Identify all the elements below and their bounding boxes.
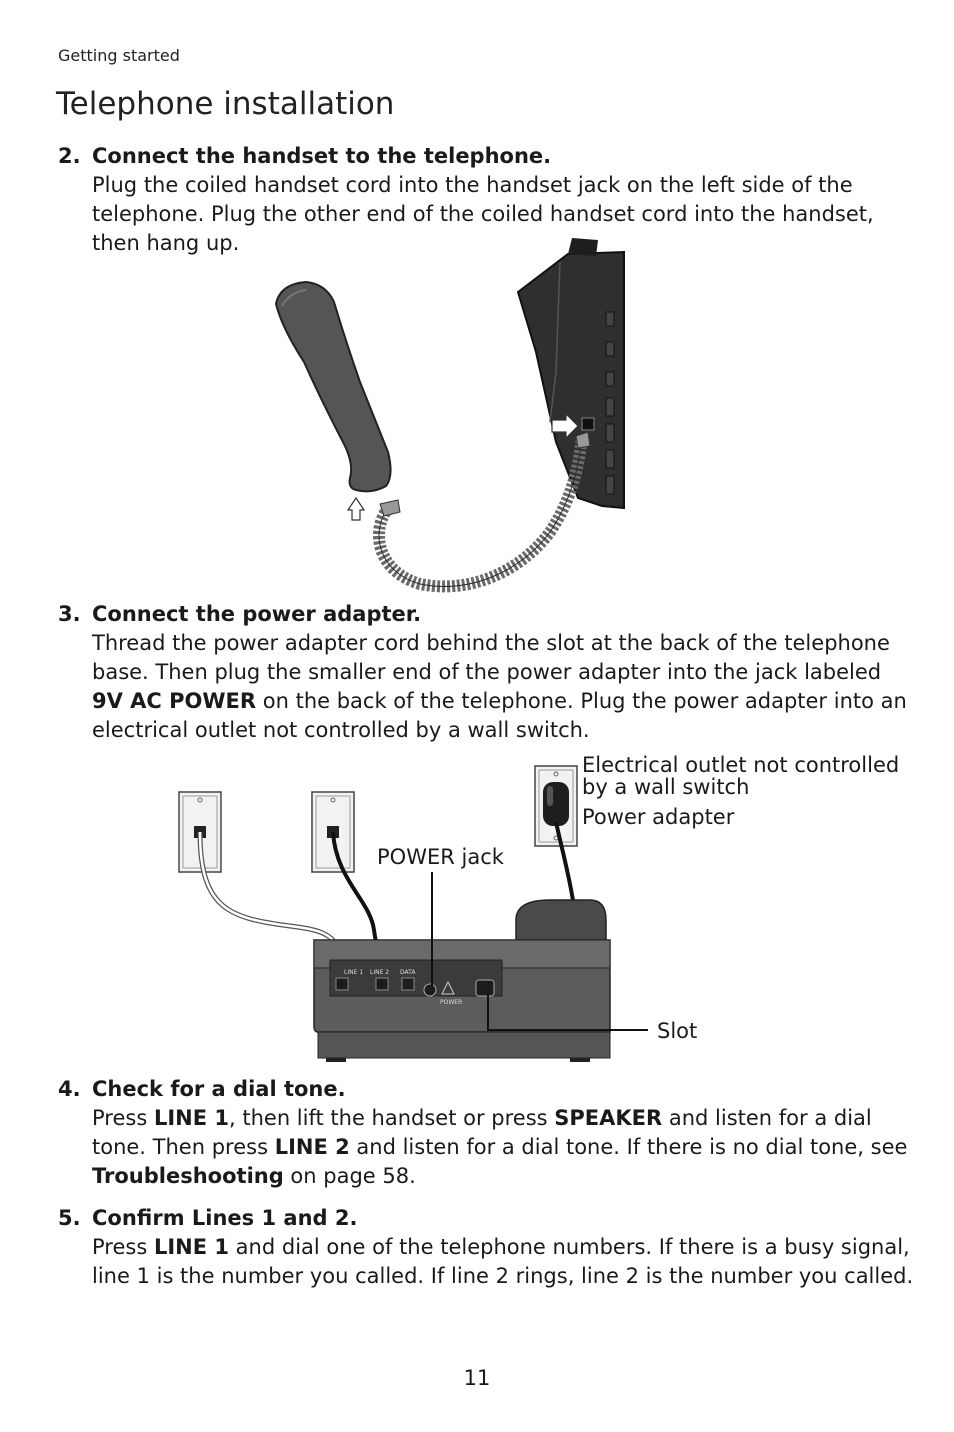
slot-leader	[487, 994, 648, 1031]
callout-outlet-line2: by a wall switch	[582, 775, 750, 799]
telephone-base: LINE 1 LINE 2 DATA POWER	[313, 899, 611, 1062]
step-2: 2. Connect the handset to the telephone.…	[58, 142, 918, 258]
callout-outlet-line1: Electrical outlet not controlled	[582, 753, 900, 777]
power-adapter-figure: LINE 1 LINE 2 DATA POWER	[178, 765, 648, 1062]
step-3: 3. Connect the power adapter. Thread the…	[58, 600, 918, 745]
jack-label-power: POWER	[440, 999, 462, 1006]
section-label: Getting started	[58, 46, 180, 65]
step-body: Plug the coiled handset cord into the ha…	[92, 171, 918, 258]
text-run: Press	[92, 1106, 154, 1130]
step-body: Thread the power adapter cord behind the…	[92, 629, 918, 745]
callout-slot: Slot	[657, 1019, 698, 1043]
step-number: 3.	[58, 602, 81, 626]
text-run: and listen for a dial tone. If there is …	[349, 1135, 908, 1159]
step-number: 4.	[58, 1077, 81, 1101]
step-number: 5.	[58, 1206, 81, 1230]
step-heading: Confirm Lines 1 and 2.	[92, 1206, 358, 1230]
page-number: 11	[463, 1366, 491, 1390]
step-number: 2.	[58, 144, 81, 168]
text-run: and listen for a dial tone. Then press	[92, 1106, 872, 1159]
step-heading: Connect the handset to the telephone.	[92, 144, 552, 168]
step-body: Press LINE 1 and dial one of the telepho…	[92, 1233, 918, 1291]
bold-term: LINE 2	[274, 1135, 350, 1159]
callout-power-jack: POWER jack	[377, 845, 504, 869]
step-5: 5. Confirm Lines 1 and 2. Press LINE 1 a…	[58, 1204, 918, 1291]
text-run: Thread the power adapter cord behind the…	[92, 631, 890, 684]
bold-term: 9V AC POWER	[92, 689, 257, 713]
bold-term: LINE 1	[153, 1106, 229, 1130]
jack-label-line2: LINE 2	[370, 969, 389, 976]
handset	[274, 280, 392, 493]
text-run: on the back of the telephone. Plug the p…	[92, 689, 907, 742]
step-4: 4. Check for a dial tone. Press LINE 1, …	[58, 1075, 918, 1191]
jack-label-line1: LINE 1	[344, 969, 363, 976]
text-run: , then lift the handset or press	[229, 1106, 555, 1130]
handset-installation-figure	[274, 238, 625, 593]
page-title: Telephone installation	[56, 86, 395, 122]
text-run: and dial one of the telephone numbers. I…	[92, 1235, 914, 1288]
bold-term: LINE 1	[153, 1235, 229, 1259]
callout-power-adapter: Power adapter	[582, 805, 735, 829]
step-heading: Connect the power adapter.	[92, 602, 422, 626]
text-run: Plug the coiled handset cord into the ha…	[92, 173, 874, 255]
telephone-side-view	[516, 238, 625, 510]
electrical-outlet	[534, 765, 578, 847]
jack-label-data: DATA	[400, 969, 416, 976]
step-heading: Check for a dial tone.	[92, 1077, 346, 1101]
step-body: Press LINE 1, then lift the handset or p…	[92, 1104, 918, 1191]
text-run: on page 58.	[283, 1164, 416, 1188]
coiled-handset-cord	[373, 437, 588, 593]
bold-term: Troubleshooting	[92, 1164, 284, 1188]
up-arrow-icon	[346, 496, 366, 521]
text-run: Press	[92, 1235, 154, 1259]
bold-term: SPEAKER	[554, 1106, 663, 1130]
